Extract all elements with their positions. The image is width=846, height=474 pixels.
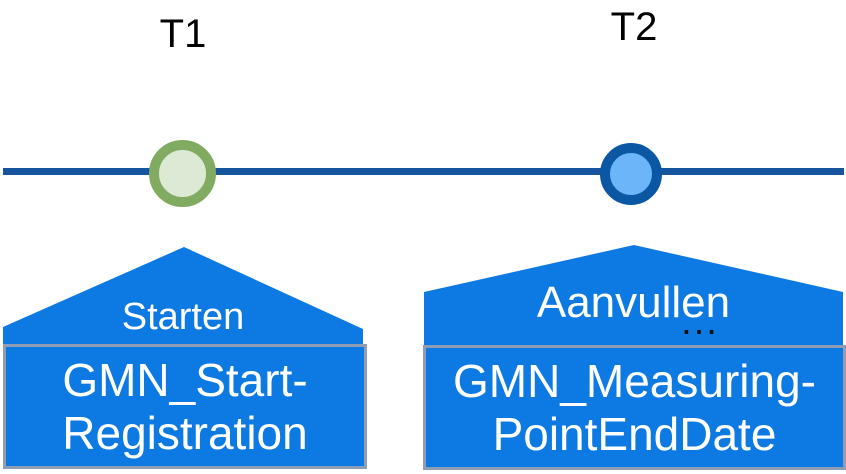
t2-message-line2: PointEndDate bbox=[492, 407, 777, 460]
t1-message-line2: Registration bbox=[62, 406, 308, 459]
t1-message-box: GMN_Start- Registration bbox=[3, 344, 367, 469]
aanvullen-house-shape bbox=[424, 245, 843, 352]
t1-marker-circle bbox=[149, 140, 216, 207]
t2-message-box: GMN_Measuring- PointEndDate bbox=[423, 345, 846, 470]
t2-time-label: T2 bbox=[610, 5, 658, 49]
t2-message-line1: GMN_Measuring- bbox=[453, 354, 816, 407]
starten-house-shape bbox=[3, 247, 363, 352]
truncation-ellipsis: ... bbox=[681, 301, 719, 343]
timeline-line bbox=[3, 168, 844, 175]
t2-marker-circle bbox=[600, 143, 662, 205]
aanvullen-action-label: Aanvullen bbox=[536, 278, 731, 327]
t1-time-label: T1 bbox=[159, 12, 207, 56]
starten-action-label: Starten bbox=[121, 296, 245, 338]
t1-message-line1: GMN_Start- bbox=[62, 353, 308, 406]
